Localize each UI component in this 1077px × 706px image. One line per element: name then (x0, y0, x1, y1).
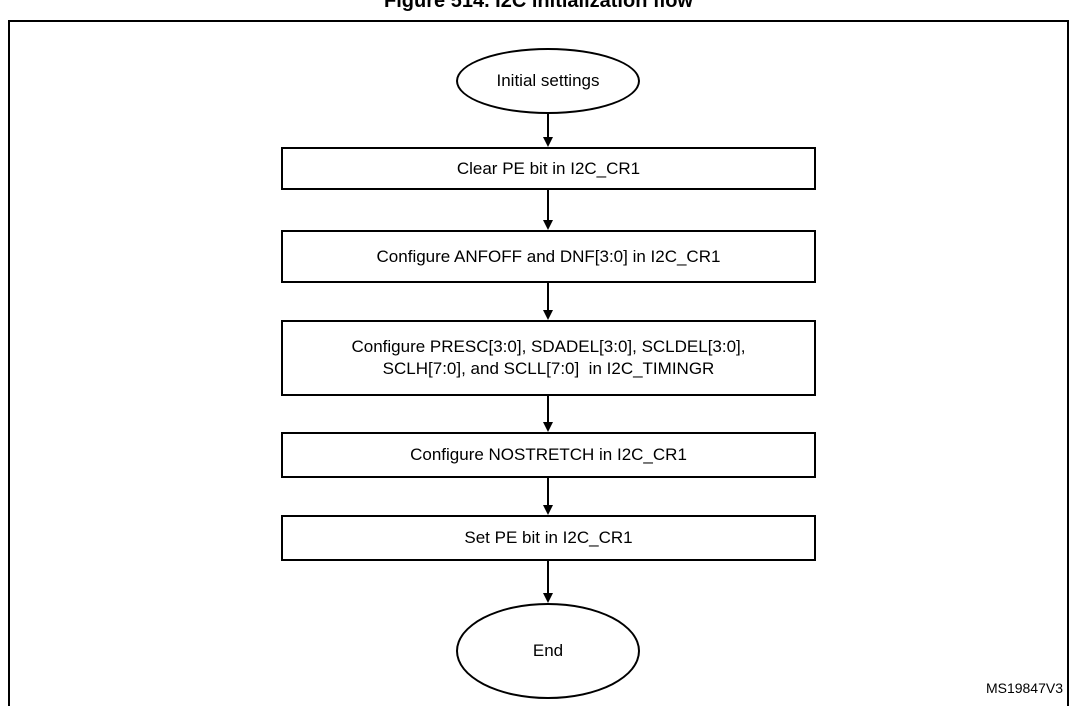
start-terminal-label: Initial settings (496, 71, 600, 90)
step-configure-timing-line1: Configure PRESC[3:0], SDADEL[3:0], SCLDE… (351, 337, 746, 356)
step-clear-pe-label: Clear PE bit in I2C_CR1 (456, 158, 641, 178)
step-set-pe-label: Set PE bit in I2C_CR1 (464, 528, 633, 547)
step-configure-anfoff-label: Configure ANFOFF and DNF[3:0] in I2C_CR1 (376, 246, 721, 266)
step-clear-pe: Clear PE bit in I2C_CR1 (281, 147, 816, 190)
figure-title: Figure 514. I2C initialization flow (384, 0, 693, 12)
step-configure-timing: Configure PRESC[3:0], SDADEL[3:0], SCLDE… (281, 320, 816, 396)
step-configure-nostretch: Configure NOSTRETCH in I2C_CR1 (281, 432, 816, 478)
end-terminal-label: End (532, 641, 564, 660)
step-configure-anfoff: Configure ANFOFF and DNF[3:0] in I2C_CR1 (281, 230, 816, 283)
step-set-pe: Set PE bit in I2C_CR1 (281, 515, 816, 561)
start-terminal: Initial settings (456, 48, 640, 114)
figure-frame (8, 20, 1069, 706)
step-configure-timing-line2: SCLH[7:0], and SCLL[7:0] in I2C_TIMINGR (382, 359, 715, 378)
figure-reference-code: MS19847V3 (985, 680, 1063, 696)
end-terminal: End (456, 603, 640, 699)
step-configure-nostretch-label: Configure NOSTRETCH in I2C_CR1 (410, 445, 687, 464)
